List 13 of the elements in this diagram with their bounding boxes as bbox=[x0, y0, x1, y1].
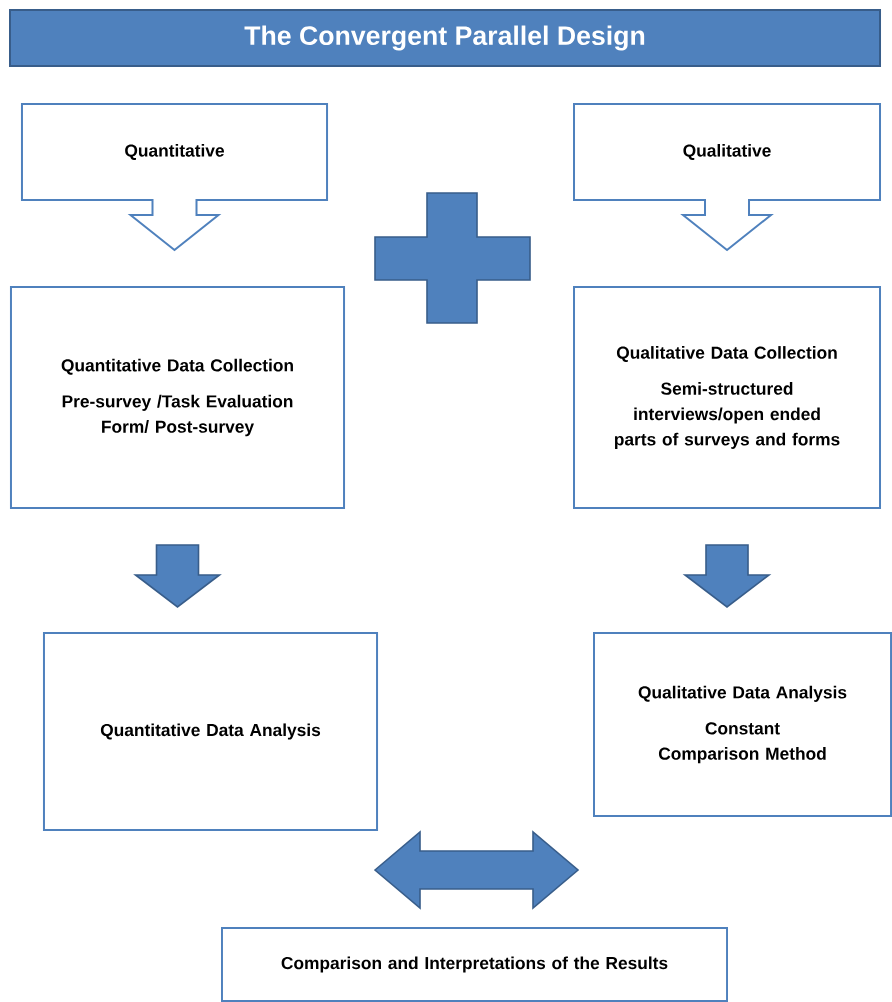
block-arrow bbox=[133, 544, 222, 608]
text-box: Comparison and Interpretations of the Results bbox=[220, 927, 729, 1002]
text-box: Quantitative bbox=[20, 103, 329, 201]
block-arrow bbox=[127, 198, 222, 252]
text-box: Quantitative Data Analysis bbox=[42, 632, 379, 832]
plus-sign bbox=[374, 192, 531, 324]
text-box: Qualitative Data Collection Semi-structured interviews/open ended parts of surveys and forms bbox=[573, 285, 881, 510]
text-box: Quantitative Data Collection Pre-survey /Task Evaluation Form/ Post-survey bbox=[9, 285, 346, 510]
text-box: Qualitative bbox=[573, 103, 881, 201]
block-arrow bbox=[680, 198, 774, 252]
block-arrow bbox=[682, 544, 772, 608]
title-banner: The Convergent Parallel Design bbox=[9, 9, 881, 67]
text-box: Qualitative Data Analysis Constant Comparison Method bbox=[592, 632, 892, 817]
